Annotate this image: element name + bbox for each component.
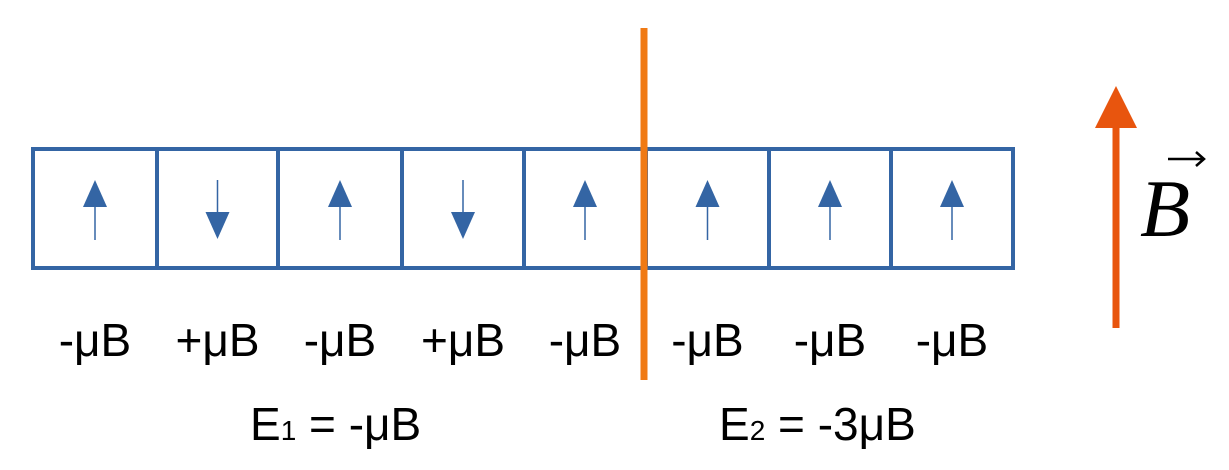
spin-cell-7 [767,147,893,270]
total-energy-left-subscript: 1 [281,415,297,446]
cell-energy-label-4: +μB [421,314,505,366]
magnetic-field-label: B [1140,151,1206,254]
total-energy-right-value: = -3μB [765,398,916,450]
total-energy-right: E2 = -3μB [719,398,916,450]
spin-up-arrow-icon [940,180,964,240]
magnetic-field-arrow [1095,86,1137,328]
cell-energy-labels: -μB +μB -μB +μB -μB -μB -μB -μB [59,314,989,366]
spin-down-arrow-icon [205,180,230,239]
spin-up-arrow-icon [818,180,842,240]
spin-cell-8 [889,147,1015,270]
spin-cell-3 [276,147,404,270]
spin-up-arrow-icon [328,180,352,240]
spin-up-arrow-icon [83,180,107,240]
field-label-b: B [1140,163,1190,254]
up-arrow-icon [1095,86,1137,128]
cell-energy-label-8: -μB [916,314,989,366]
spin-cell-4 [400,147,526,270]
spin-down-arrow-icon [451,180,475,239]
spin-cells [31,147,1015,270]
spin-up-arrow-icon [695,180,720,240]
vector-arrow-icon [1168,151,1206,167]
cell-energy-label-6: -μB [671,314,744,366]
spin-cell-6 [644,147,771,270]
spin-cell-box [276,147,404,270]
total-energy-right-subscript: 2 [750,415,766,446]
total-energy-left-symbol: E [250,398,281,450]
spin-up-arrow-icon [573,180,597,240]
cell-energy-label-7: -μB [794,314,867,366]
cell-energy-label-5: -μB [549,314,622,366]
total-energy-right-symbol: E [719,398,750,450]
cell-energy-label-2: +μB [175,314,259,366]
total-energy-left: E1 = -μB [250,398,421,450]
cell-energy-label-1: -μB [59,314,132,366]
total-energy-left-value: = -μB [296,398,421,450]
spin-cell-2 [155,147,280,270]
cell-energy-label-3: -μB [304,314,377,366]
spin-cell-5 [522,147,648,270]
spin-cell-1 [31,147,159,270]
